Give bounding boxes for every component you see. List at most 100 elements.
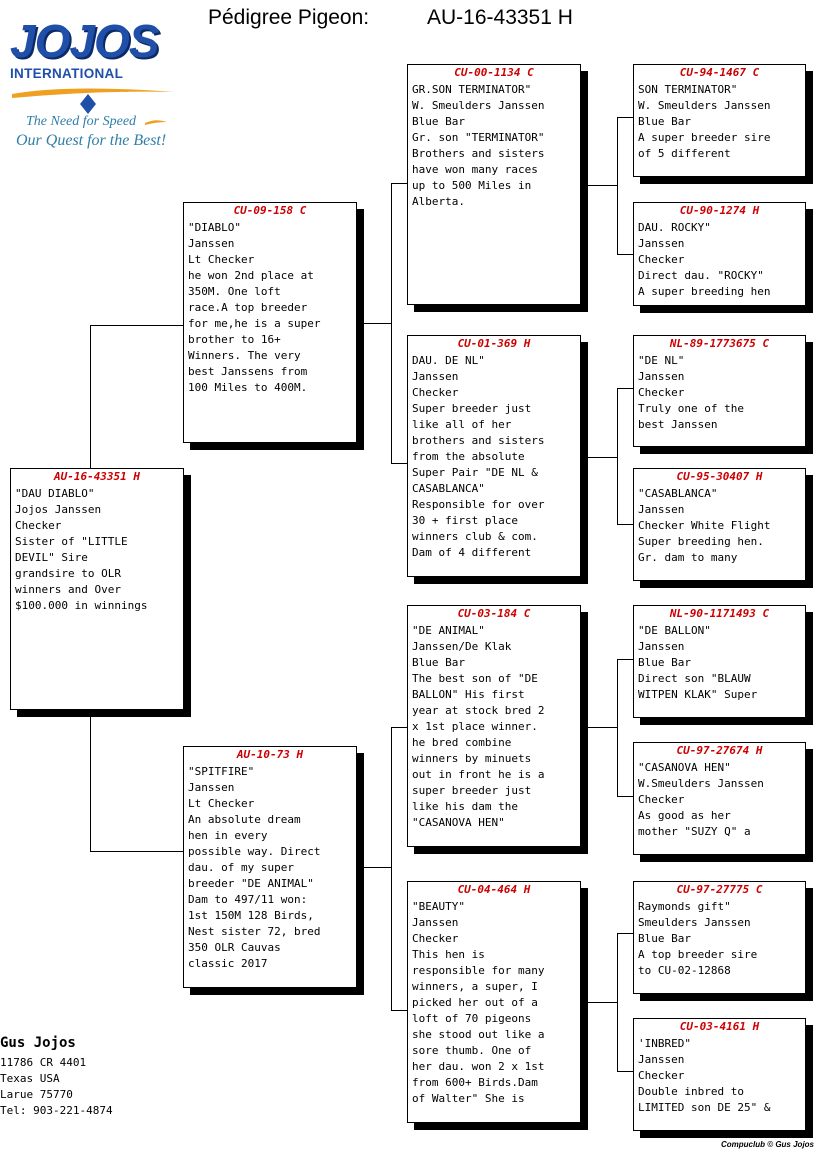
- pigeon-info-line: to CU-02-12868: [638, 964, 731, 977]
- pigeon-info-line: sore thumb. One of: [412, 1044, 532, 1057]
- pigeon-info-line: Blue Bar: [638, 656, 691, 669]
- owner-name: Gus Jojos: [0, 1035, 76, 1051]
- pigeon-info-line: winners club & com.: [412, 530, 538, 543]
- band-number: CU-09-158 C: [233, 204, 307, 217]
- owner-address-line: Texas USA: [0, 1072, 60, 1085]
- band-number: AU-10-73 H: [236, 748, 304, 761]
- pigeon-info-line: Super breeding hen.: [638, 535, 764, 548]
- pigeon-info-line: winners by minuets: [412, 752, 532, 765]
- band-number: CU-97-27775 C: [676, 883, 763, 896]
- pigeon-name: "DE BALLON": [638, 624, 711, 637]
- pigeon-info-line: dau. of my super: [188, 861, 294, 874]
- pigeon-info-line: Double inbred to: [638, 1085, 744, 1098]
- band-number: CU-97-27674 H: [676, 744, 763, 757]
- pigeon-info-line: best Janssens from: [188, 365, 308, 378]
- pigeon-info-line: 350 OLR Cauvas: [188, 941, 281, 954]
- pigeon-info-line: $100.000 in winnings: [15, 599, 148, 612]
- pigeon-info-line: 350M. One loft: [188, 285, 281, 298]
- pigeon-info-line: Direct dau. "ROCKY": [638, 269, 764, 282]
- band-number: CU-94-1467 C: [679, 66, 760, 79]
- pigeon-info-line: Janssen: [638, 237, 685, 250]
- pigeon-info-line: Janssen: [412, 370, 459, 383]
- pigeon-info-line: A super breeder sire: [638, 131, 771, 144]
- band-number: NL-89-1773675 C: [669, 337, 770, 350]
- pigeon-info-line: Responsible for over: [412, 498, 545, 511]
- band-number: CU-03-184 C: [457, 607, 531, 620]
- pigeon-info-line: Sister of "LITTLE: [15, 535, 128, 548]
- pigeon-info-line: race.A top breeder: [188, 301, 308, 314]
- pigeon-name: GR.SON TERMINATOR": [412, 83, 532, 96]
- pigeon-info-line: up to 500 Miles in: [412, 179, 532, 192]
- pigeon-info-line: A top breeder sire: [638, 948, 758, 961]
- pigeon-info-line: BALLON" His first: [412, 688, 525, 701]
- pigeon-info-line: Jojos Janssen: [15, 503, 102, 516]
- band-number: CU-03-4161 H: [679, 1020, 760, 1033]
- pigeon-info-line: Janssen: [638, 640, 685, 653]
- pigeon-info-line: out in front he is a: [412, 768, 545, 781]
- pigeon-info-line: A super breeding hen: [638, 285, 771, 298]
- pigeon-info-line: Nest sister 72, bred: [188, 925, 321, 938]
- pigeon-info-line: Alberta.: [412, 195, 465, 208]
- pigeon-info-line: Blue Bar: [412, 656, 465, 669]
- pigeon-info-line: W.Smeulders Janssen: [638, 777, 764, 790]
- owner-phone: Tel: 903-221-4874: [0, 1104, 113, 1117]
- page-title-ring: AU-16-43351 H: [427, 6, 573, 29]
- pigeon-name: DAU. DE NL": [412, 354, 485, 367]
- pigeon-info-line: super breeder just: [412, 784, 532, 797]
- pigeon-info-line: have won many races: [412, 163, 538, 176]
- pigeon-info-line: Janssen: [638, 370, 685, 383]
- pigeon-info-line: grandsire to OLR: [15, 567, 121, 580]
- pigeon-info-line: winners, a super, I: [412, 980, 538, 993]
- pigeon-info-line: Winners. The very: [188, 349, 301, 362]
- pigeon-info-line: This hen is: [412, 948, 485, 961]
- pigeon-info-line: Smeulders Janssen: [638, 916, 751, 929]
- pigeon-info-line: breeder "DE ANIMAL": [188, 877, 314, 890]
- pigeon-info-line: Blue Bar: [412, 115, 465, 128]
- pedigree-box-dsd[interactable]: CU-97-27674 H"CASANOVA HEN"W.Smeulders J…: [633, 742, 806, 855]
- pigeon-info-line: Checker: [638, 1069, 685, 1082]
- pigeon-info-line: brother to 16+: [188, 333, 281, 346]
- pigeon-info-line: her dau. won 2 x 1st: [412, 1060, 545, 1073]
- pigeon-name: Raymonds gift": [638, 900, 731, 913]
- pedigree-box-dds[interactable]: CU-97-27775 C Raymonds gift" Smeulders Jan…: [633, 881, 806, 994]
- logo: JOJOS INTERNATIONAL The Need for Speed O…: [8, 12, 178, 157]
- pigeon-info-line: for me,he is a super: [188, 317, 321, 330]
- pigeon-info-line: Blue Bar: [638, 115, 691, 128]
- pigeon-name: 'INBRED": [638, 1037, 691, 1050]
- pigeon-info-line: possible way. Direct: [188, 845, 321, 858]
- logo-swoosh-icon: [12, 88, 174, 114]
- pigeon-info-line: Checker: [412, 932, 459, 945]
- band-number: CU-00-1134 C: [454, 66, 534, 79]
- pigeon-info-line: LIMITED son DE 25" &: [638, 1101, 771, 1114]
- pigeon-info-line: Super breeder just: [412, 402, 532, 415]
- pigeon-info-line: DEVIL" Sire: [15, 551, 88, 564]
- pigeon-info-line: 1st 150M 128 Birds,: [188, 909, 314, 922]
- pigeon-name: "DAU DIABLO": [15, 487, 95, 500]
- pigeon-info-line: Direct son "BLAUW: [638, 672, 751, 685]
- pigeon-info-line: 30 + first place: [412, 514, 518, 527]
- pigeon-info-line: Checker: [15, 519, 62, 532]
- pigeon-info-line: Gr. dam to many: [638, 551, 738, 564]
- band-number: NL-90-1171493 C: [669, 607, 770, 620]
- pigeon-info-line: Dam to 497/11 won:: [188, 893, 308, 906]
- pigeon-info-line: x 1st place winner.: [412, 720, 538, 733]
- pigeon-info-line: Janssen: [638, 1053, 685, 1066]
- pigeon-info-line: hen in every: [188, 829, 268, 842]
- pigeon-info-line: Checker: [412, 386, 459, 399]
- pigeon-info-line: "CASANOVA HEN": [412, 816, 505, 829]
- pigeon-info-line: Dam of 4 different: [412, 546, 532, 559]
- pigeon-info-line: The best son of "DE: [412, 672, 538, 685]
